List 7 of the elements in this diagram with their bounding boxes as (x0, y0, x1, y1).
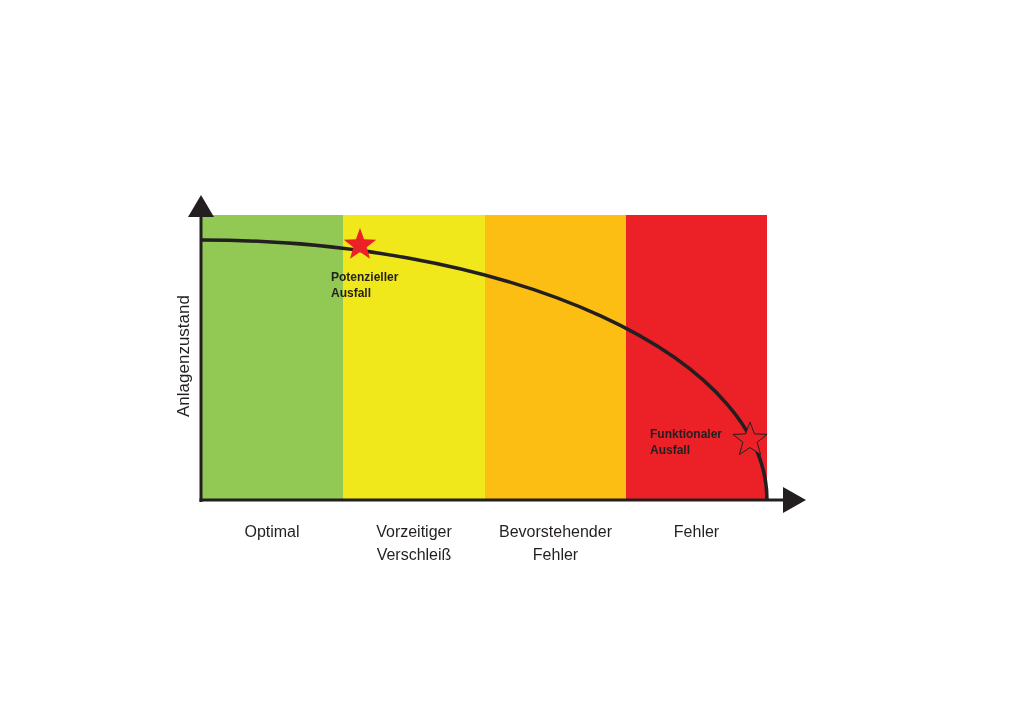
axis-label: Anlagenzustand (174, 295, 194, 417)
annotation-label: Potenzieller Ausfall (331, 269, 400, 301)
annotation-label: Funktionaler Ausfall (650, 426, 723, 458)
phase-label: Optimal (243, 522, 301, 542)
phase-label: Fehler (672, 522, 721, 542)
phase-label: Vorzeitiger Verschleiß (375, 522, 453, 565)
phase-label: Bevorstehender Fehler (498, 522, 613, 565)
